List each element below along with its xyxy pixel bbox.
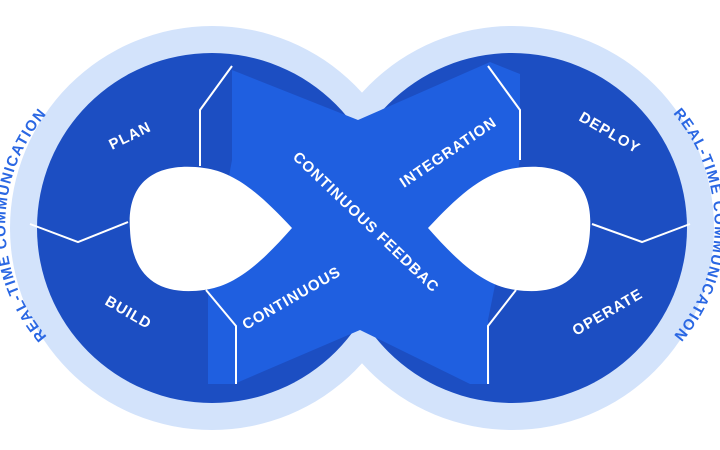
divider-operate-bottom xyxy=(487,289,517,384)
divider-deploy-operate xyxy=(591,223,691,244)
left-hole xyxy=(129,166,292,292)
loop-holes xyxy=(129,166,591,292)
segment-dividers xyxy=(29,65,691,384)
continuous-feedback-band xyxy=(208,62,520,384)
right-hole xyxy=(428,166,591,292)
divider-build-continuous xyxy=(205,289,237,384)
divider-plan-top xyxy=(199,65,233,166)
divider-integration-deploy xyxy=(487,65,521,160)
divider-plan-build xyxy=(29,221,129,244)
